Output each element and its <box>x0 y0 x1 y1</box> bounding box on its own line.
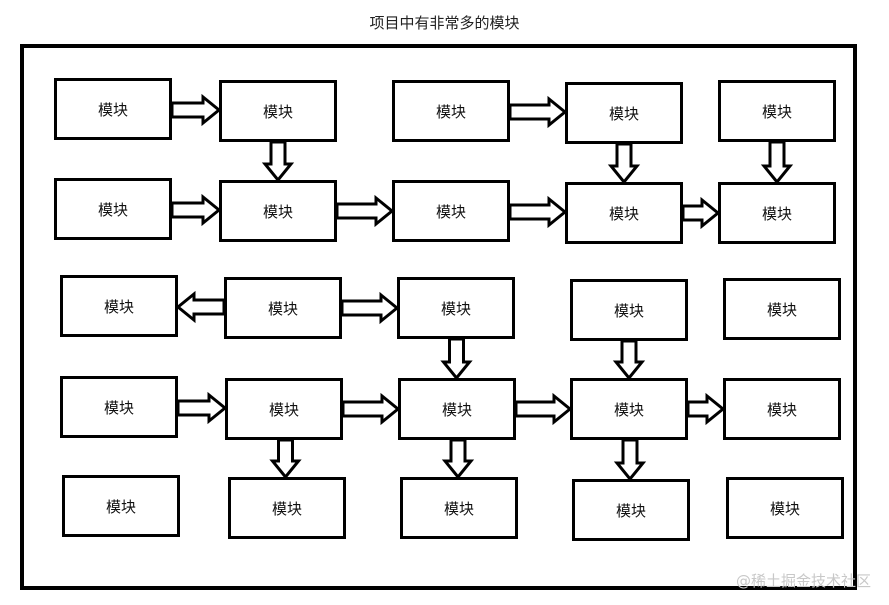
flow-arrow <box>261 140 295 183</box>
flow-arrow <box>514 392 573 426</box>
module-box: 模块 <box>392 80 510 142</box>
flow-arrow <box>441 438 475 480</box>
flow-arrow <box>335 194 395 228</box>
flow-arrow <box>170 93 222 127</box>
module-box: 模块 <box>572 479 690 541</box>
module-box: 模块 <box>570 279 688 341</box>
module-box: 模块 <box>60 376 178 438</box>
module-box: 模块 <box>565 182 683 244</box>
flow-arrow <box>176 391 228 425</box>
flow-arrow <box>170 193 222 227</box>
flow-arrow <box>613 438 647 482</box>
flow-arrow <box>508 195 568 229</box>
module-box: 模块 <box>718 80 836 142</box>
module-box: 模块 <box>726 477 844 539</box>
flow-arrow <box>175 290 226 324</box>
flow-arrow <box>686 392 726 426</box>
module-box: 模块 <box>228 477 346 539</box>
module-box: 模块 <box>723 278 841 340</box>
module-box: 模块 <box>392 180 510 242</box>
flow-arrow <box>612 339 646 381</box>
project-frame <box>20 44 857 590</box>
module-box: 模块 <box>723 378 841 440</box>
flow-arrow <box>341 392 401 426</box>
module-box: 模块 <box>400 477 518 539</box>
module-box: 模块 <box>60 275 178 337</box>
flow-arrow <box>440 337 473 381</box>
diagram-title: 项目中有非常多的模块 <box>369 14 520 32</box>
flow-arrow <box>340 291 400 325</box>
module-box: 模块 <box>54 78 172 140</box>
flow-arrow <box>269 438 302 480</box>
module-box: 模块 <box>62 475 180 537</box>
flow-arrow <box>508 95 568 129</box>
flow-arrow <box>760 140 794 185</box>
watermark: @稀土掘金技术社区 <box>735 572 871 590</box>
flow-arrow <box>681 196 721 230</box>
flow-arrow <box>607 142 641 185</box>
